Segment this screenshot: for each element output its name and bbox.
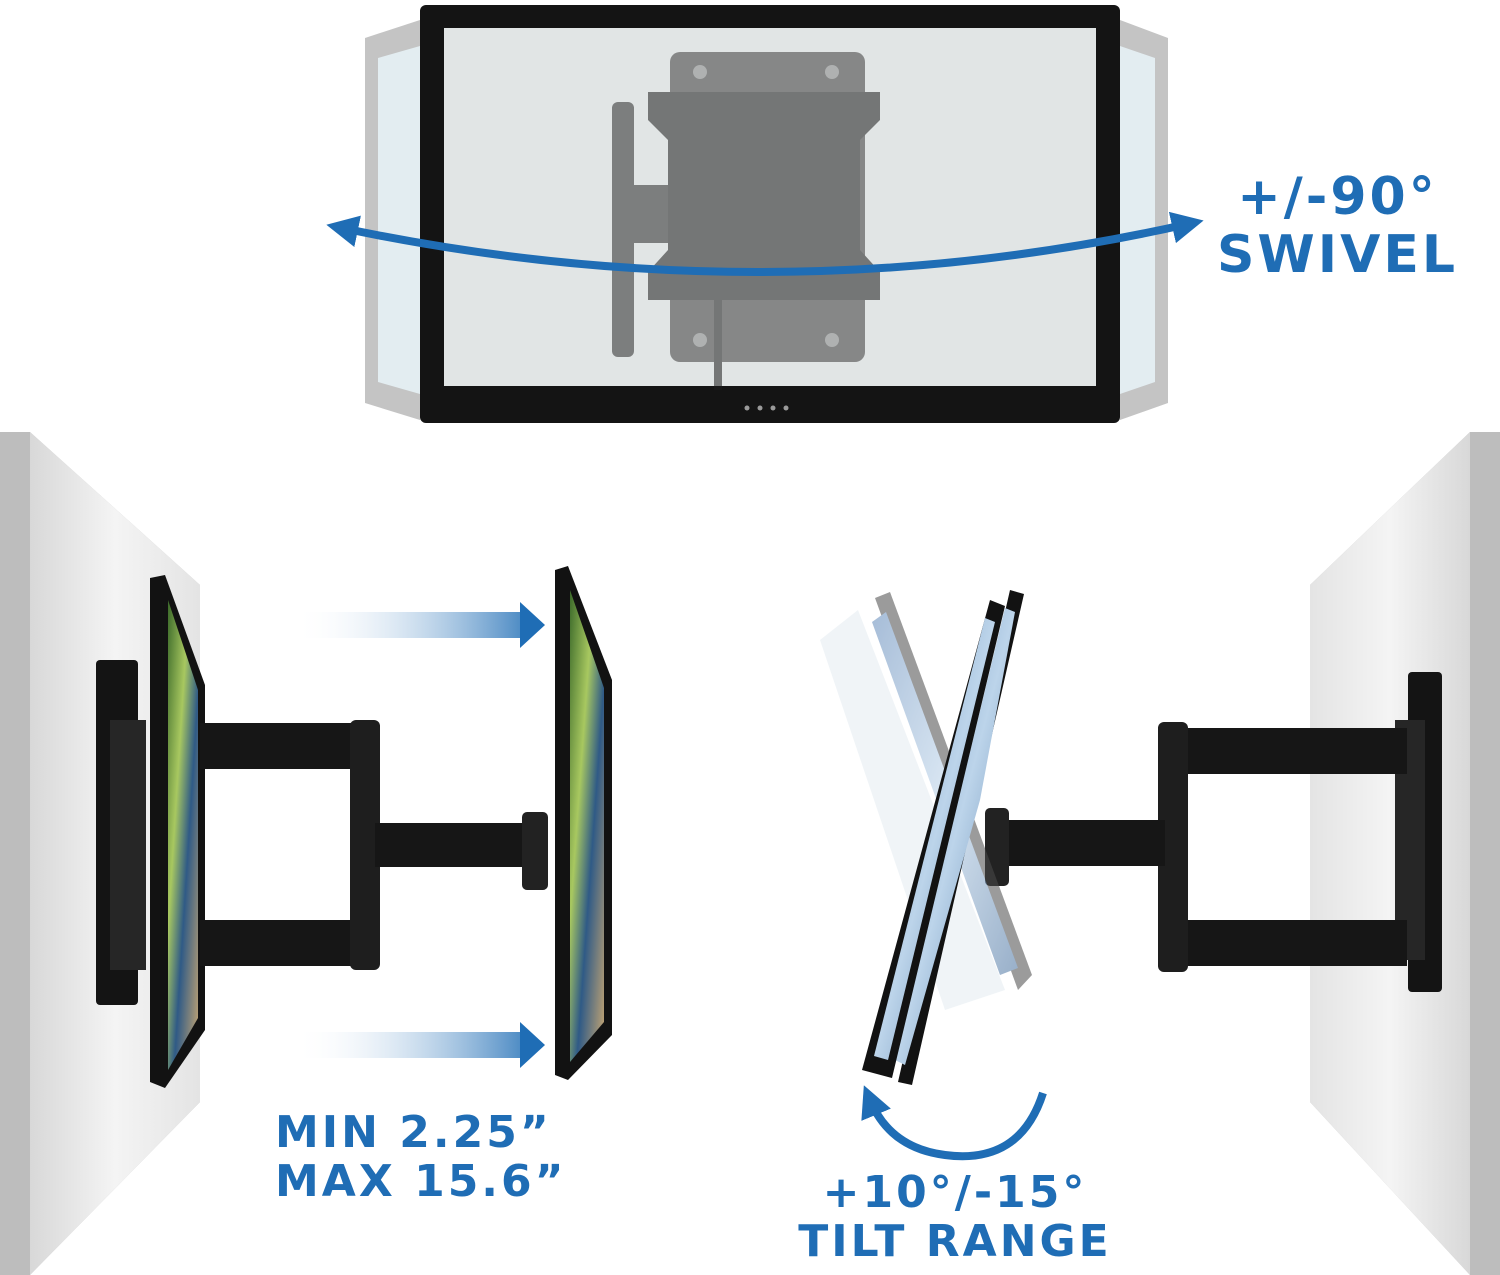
swivel-scene	[326, 5, 1204, 423]
extension-min: MIN 2.25”	[275, 1107, 552, 1158]
swivel-label-text: SWIVEL	[1216, 225, 1458, 286]
tilt-callout: +10°/-15° TILT RANGE	[795, 1168, 1115, 1267]
extension-callout: MIN 2.25” MAX 15.6”	[275, 1108, 567, 1207]
extension-max: MAX 15.6”	[275, 1156, 567, 1208]
arm-elbow	[350, 720, 380, 970]
tilt-label-text: TILT RANGE	[798, 1216, 1112, 1268]
arm-forward	[375, 823, 535, 867]
tilt-arrow	[861, 1085, 1047, 1161]
arm-upper	[200, 723, 372, 769]
swivel-callout: +/-90° SWIVEL	[1216, 167, 1458, 286]
tilt-value: +10°/-15°	[822, 1167, 1088, 1218]
arm-lower	[200, 920, 372, 966]
extension-scene	[0, 432, 612, 1275]
tv-hinge	[522, 812, 548, 890]
swivel-value: +/-90°	[1237, 167, 1438, 227]
tv-tilted	[862, 590, 1024, 1085]
tilt-arm-lower	[1175, 920, 1407, 966]
tilt-arm-upper	[1175, 728, 1407, 774]
swivel-arrow	[326, 211, 1204, 276]
tilt-scene	[820, 432, 1500, 1275]
extension-arrow-bottom	[295, 1022, 545, 1068]
tv-indicator-dots	[744, 405, 789, 411]
tilt-arm-elbow	[1158, 722, 1188, 972]
extension-arrow-top	[295, 602, 545, 648]
tilt-arm-forward	[1000, 820, 1165, 866]
